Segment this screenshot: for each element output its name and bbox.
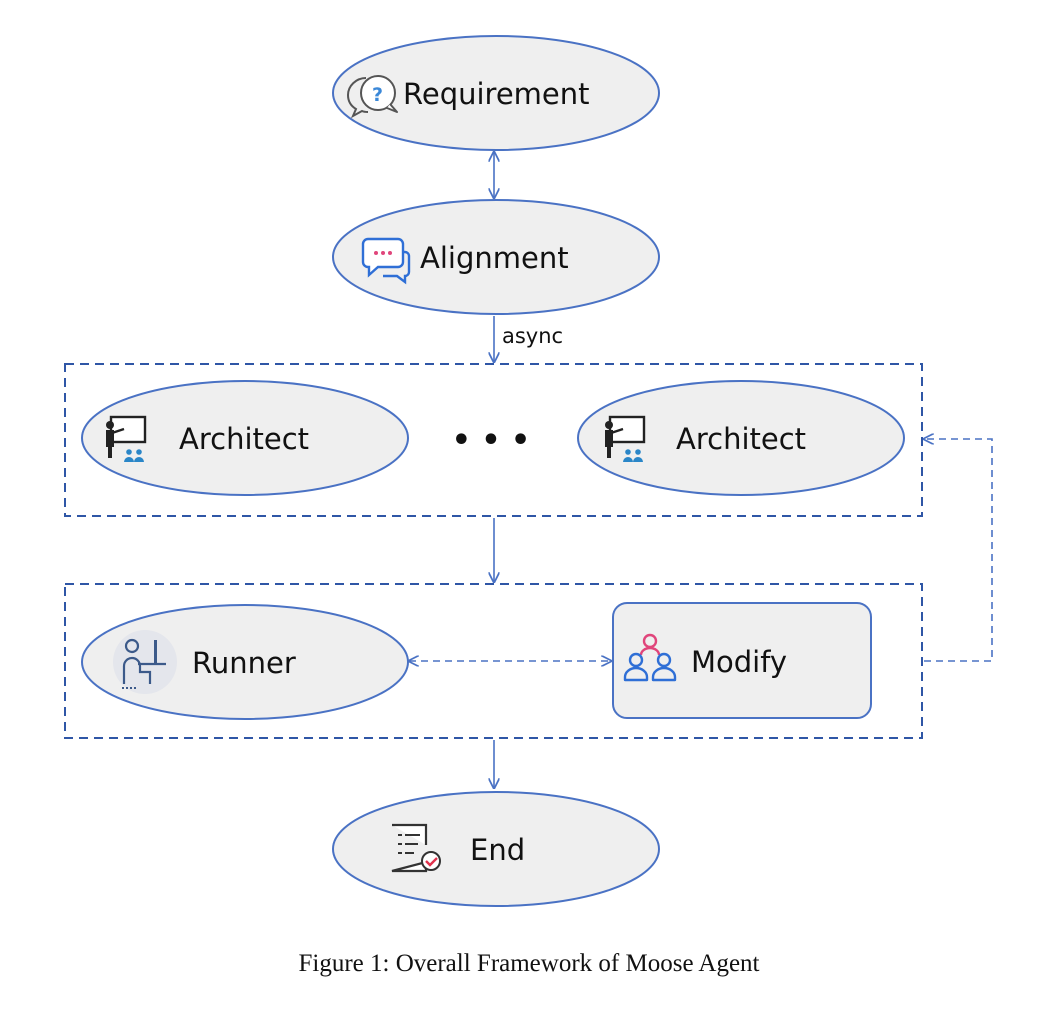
question-chat-icon: ? bbox=[346, 75, 398, 119]
ellipsis-label: • • • bbox=[452, 423, 530, 458]
node-end: End bbox=[332, 791, 660, 907]
node-alignment: Alignment bbox=[332, 199, 660, 315]
person-at-desk-icon bbox=[113, 630, 177, 694]
runner-label: Runner bbox=[192, 646, 296, 680]
runner-modify-group-box bbox=[64, 583, 923, 739]
presenter-board-icon bbox=[106, 415, 147, 462]
modify-label: Modify bbox=[691, 645, 787, 679]
node-architect-1: Architect bbox=[81, 380, 409, 496]
architect-group-box bbox=[64, 363, 923, 517]
svg-text:?: ? bbox=[372, 84, 383, 106]
presenter-board-icon bbox=[605, 415, 646, 462]
architect-1-label: Architect bbox=[179, 422, 309, 456]
chat-bubbles-icon bbox=[361, 237, 411, 285]
node-requirement: ? Requirement bbox=[332, 35, 660, 151]
edge-feedback-to-architect bbox=[924, 439, 993, 662]
figure-caption: Figure 1: Overall Framework of Moose Age… bbox=[298, 950, 760, 977]
end-label: End bbox=[470, 833, 525, 867]
framework-diagram: async ? Requirement Alignment bbox=[64, 35, 993, 907]
alignment-label: Alignment bbox=[420, 241, 569, 275]
checklist-document-icon bbox=[391, 823, 441, 873]
architect-n-label: Architect bbox=[676, 422, 806, 456]
requirement-label: Requirement bbox=[403, 77, 590, 111]
node-modify: Modify bbox=[612, 602, 872, 719]
team-group-icon bbox=[623, 633, 677, 682]
node-architect-n: Architect bbox=[577, 380, 905, 496]
edge-label-async: async bbox=[502, 324, 563, 348]
node-runner: Runner bbox=[81, 604, 409, 720]
